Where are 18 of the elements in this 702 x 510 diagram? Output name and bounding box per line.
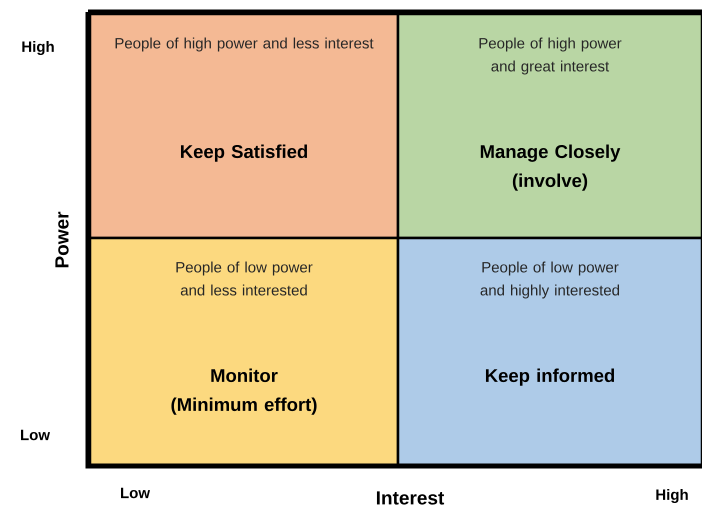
quadrant-title: Keep Satisfied	[181, 144, 308, 162]
quadrant-box	[396, 236, 702, 466]
axis-label: Low	[21, 430, 50, 440]
description-text: People of high power and great interest	[480, 38, 622, 74]
axis-title: Interest	[376, 491, 444, 505]
axis-label: Low	[121, 488, 150, 498]
axis-label: High	[656, 488, 688, 504]
axis-title: Power	[55, 212, 69, 268]
quadrant-title: Keep informed	[486, 368, 614, 386]
quadrant-title: Manage Closely (involve)	[480, 144, 620, 191]
quadrant-title: Monitor (Minimum effort)	[171, 368, 317, 415]
quadrant-box	[88, 12, 400, 240]
description-text: People of low power and highly interested	[480, 262, 620, 298]
axis-label: High	[22, 40, 54, 56]
description-text: People of high power and less interest	[116, 38, 374, 52]
description-text: People of low power and less interested	[176, 262, 312, 296]
quadrant-box	[88, 236, 400, 466]
quadrant-box	[396, 12, 702, 240]
